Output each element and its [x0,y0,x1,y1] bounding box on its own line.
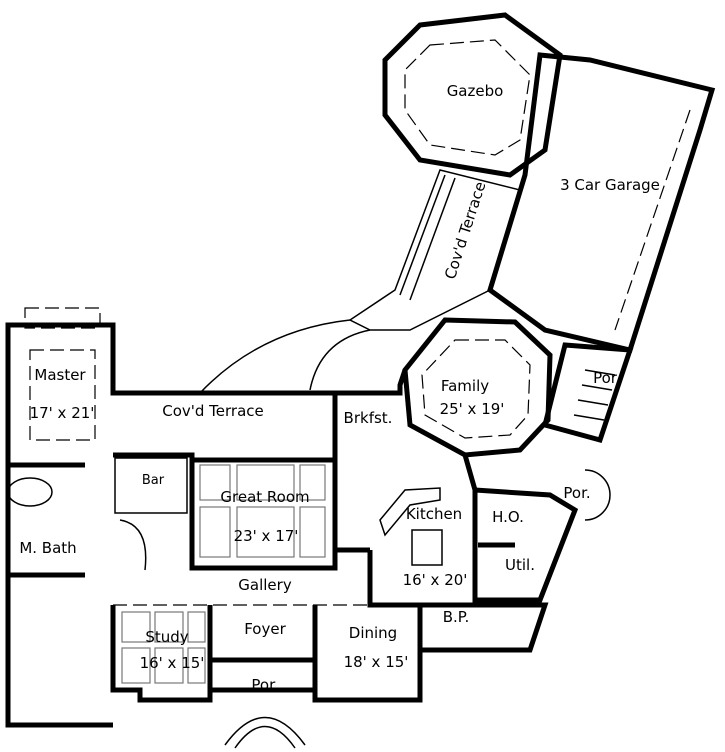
stairs [573,369,616,421]
room-label-front-porch: Por. [251,676,278,694]
room-size-family: 25' x 19' [440,400,505,418]
study-coffers [121,611,206,684]
garage-door-line [614,109,691,331]
room-label-por-upper: Por [593,369,618,387]
room-label-gallery: Gallery [238,576,292,594]
room-label-powder: B.P. [443,608,470,626]
kitchen-island [411,529,443,566]
family-walls [402,317,553,458]
room-label-family: Family [441,377,489,395]
room-label-por-side: Por. [563,484,590,502]
great-room-walls [189,455,370,571]
room-size-dining: 18' x 15' [344,653,409,671]
family-inner [421,339,531,439]
brkfst-walls [335,369,408,396]
room-label-foyer: Foyer [244,620,286,638]
room-size-great-room: 23' x 17' [234,527,299,545]
room-label-covd-terrace: Cov'd Terrace [162,402,264,420]
bathtub [7,477,53,507]
gazebo-inner [404,39,531,156]
room-label-brkfst: Brkfst. [344,409,393,427]
entry-steps [224,716,306,746]
gazebo-walls [382,12,563,178]
terrace-rail [409,177,456,301]
room-label-master: Master [34,366,86,384]
bp-walls [420,602,549,653]
room-label-utility: Util. [505,556,535,574]
great-room-coffers [199,464,326,558]
bar-area [114,457,188,514]
room-label-bar: Bar [142,473,165,488]
room-label-master-bath: M. Bath [19,539,76,557]
terrace-rail [399,174,446,296]
garage-walls [487,52,716,353]
room-size-study: 16' x 15' [140,654,205,672]
master-bed [29,349,96,441]
yard-curve [309,329,371,391]
porch-arc [584,469,611,521]
entry-steps [234,725,296,749]
left-wing-walls [5,322,335,728]
room-size-master: 17' x 21' [30,404,95,422]
kitchen-counter [379,487,441,537]
room-label-dining: Dining [349,624,397,642]
room-label-great-room: Great Room [220,488,309,506]
stair-walls [541,342,634,444]
room-label-kitchen: Kitchen [406,505,462,523]
room-size-kitchen: 16' x 20' [403,571,468,589]
yard-curve [199,319,351,394]
covd-terrace-diag-outline [348,169,521,331]
ho-util-walls [474,487,579,603]
room-label-gazebo: Gazebo [447,82,504,100]
master-window-bay [24,307,101,329]
spiral-stair [119,519,147,571]
room-label-home-office: H.O. [492,508,524,526]
front-walls [110,605,423,703]
room-label-study: Study [145,628,188,646]
room-label-garage: 3 Car Garage [560,176,660,194]
